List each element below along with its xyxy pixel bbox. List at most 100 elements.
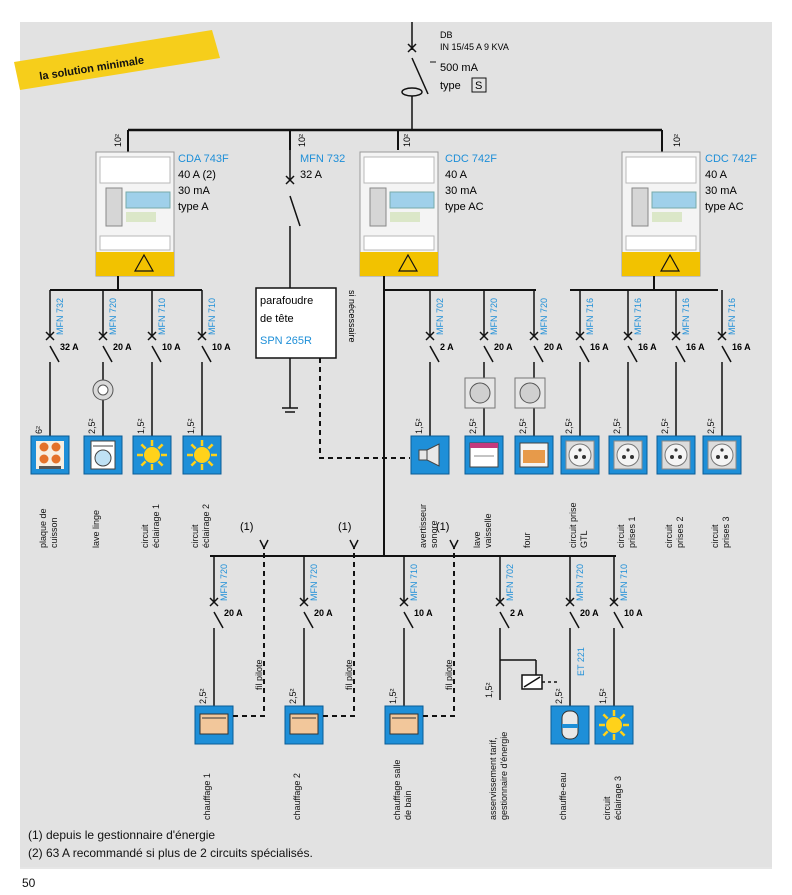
group4-breaker-ref: MFN 716	[727, 298, 737, 335]
lower-breaker-ref: MFN 720	[219, 564, 229, 601]
surge-protector-box	[255, 287, 337, 359]
module-1-line1: 40 A (2)	[178, 169, 216, 181]
pilot-wire-label: fil pilote	[254, 659, 264, 690]
rcd-module-4	[621, 151, 701, 277]
group-bars	[50, 276, 718, 557]
socket-icon	[702, 435, 742, 475]
wire-size-1: 10²	[113, 134, 123, 147]
group3-wire-size: 2,5²	[468, 418, 478, 434]
surge-note: si nécessaire	[347, 290, 357, 343]
energy-manager-relay	[500, 659, 560, 690]
group1-label-1: circuit	[190, 524, 200, 548]
group3-label-1: avertisseur	[418, 504, 428, 548]
lower-breaker-ref: MFN 710	[409, 564, 419, 601]
pilot-wire-label: fil pilote	[444, 659, 454, 690]
group4-label-1: circuit	[664, 524, 674, 548]
lower-amps: 10 A	[414, 608, 433, 618]
lower-label-1: chauffage 2	[292, 773, 302, 820]
hob-icon	[30, 435, 70, 475]
module-4-line1: 40 A	[705, 169, 728, 181]
surge-dashed-link	[319, 358, 410, 459]
lower-wire-size: 2,5²	[288, 688, 298, 704]
group1-breaker-ref: MFN 720	[108, 298, 118, 335]
washing-machine-icon	[83, 435, 123, 475]
group3-label-2: sonore	[429, 520, 439, 548]
module-1-name: CDA 743F	[178, 153, 229, 165]
module-4-name: CDC 742F	[705, 153, 757, 165]
module-2-line1: 32 A	[300, 169, 323, 181]
module-3-line1: 40 A	[445, 169, 468, 181]
rcd-module-3	[359, 151, 439, 277]
group4-label-1: circuit	[616, 524, 626, 548]
db-type-box	[471, 77, 487, 93]
module-2-name: MFN 732	[300, 153, 345, 165]
lower-breaker-ref: MFN 702	[505, 564, 515, 601]
group1-breaker-ref: MFN 732	[55, 298, 65, 335]
lower-breaker-ref: MFN 720	[309, 564, 319, 601]
socket-icon	[608, 435, 648, 475]
group4-amps: 16 A	[732, 342, 751, 352]
wire-size-2: 10²	[297, 134, 307, 147]
lower-label-2: de bain	[403, 790, 413, 820]
group4-label-2: GTL	[579, 530, 589, 548]
group1-wire-size: 1,5²	[186, 418, 196, 434]
group4-wire-size: 2,5²	[564, 418, 574, 434]
socket-icon	[560, 435, 600, 475]
group3-breaker-ref: MFN 702	[435, 298, 445, 335]
db-type-label: type	[440, 80, 461, 92]
lower-amps: 20 A	[314, 608, 333, 618]
group1-wire-size: 1,5²	[136, 418, 146, 434]
group1-label-1: plaque de	[38, 508, 48, 548]
wire-size-4: 10²	[672, 134, 682, 147]
group3-wire-size: 2,5²	[518, 418, 528, 434]
lower-label-1: circuit	[602, 796, 612, 820]
db-type-value: S	[475, 80, 482, 92]
group1-label-1: circuit	[140, 524, 150, 548]
group1-label-1: lave linge	[91, 510, 101, 548]
module-4-line2: 30 mA	[705, 185, 737, 197]
lower-label-1: chauffage salle	[392, 760, 402, 820]
group4-label-2: prises 1	[627, 516, 637, 548]
group1-amps: 10 A	[162, 342, 181, 352]
group1-breaker-ref: MFN 710	[207, 298, 217, 335]
lower-breaker-ref: MFN 720	[575, 564, 585, 601]
lower-wire-size: 1,5²	[484, 682, 494, 698]
lower-label-1: chauffage 1	[202, 773, 212, 820]
mfn-732-breaker	[285, 150, 301, 288]
group3-amps: 20 A	[544, 342, 563, 352]
group1-label-2: éclairage 1	[151, 504, 161, 548]
rcd-module-1	[95, 151, 175, 277]
lower-wire-size: 1,5²	[598, 688, 608, 704]
group1-amps: 20 A	[113, 342, 132, 352]
heater-icon	[194, 705, 234, 745]
lighting-icon	[132, 435, 172, 475]
group1-breaker-ref: MFN 710	[157, 298, 167, 335]
module-3-line3: type AC	[445, 201, 484, 213]
group4-breaker-ref: MFN 716	[681, 298, 691, 335]
module-3-name: CDC 742F	[445, 153, 497, 165]
surge-ref: SPN 265R	[260, 335, 312, 347]
lower-label-2: gestionnaire d'énergie	[499, 732, 509, 820]
bus-drops	[127, 130, 663, 155]
group4-label-2: prises 2	[675, 516, 685, 548]
lower-wire-size: 2,5²	[554, 688, 564, 704]
group1-wire-size: 2,5²	[87, 418, 97, 434]
group4-breaker-ref: MFN 716	[633, 298, 643, 335]
oven-icon	[514, 435, 554, 475]
siren-icon	[410, 435, 450, 475]
group3-amps: 20 A	[494, 342, 513, 352]
db-rating: IN 15/45 A 9 KVA	[440, 42, 509, 52]
page-number: 50	[22, 876, 36, 890]
